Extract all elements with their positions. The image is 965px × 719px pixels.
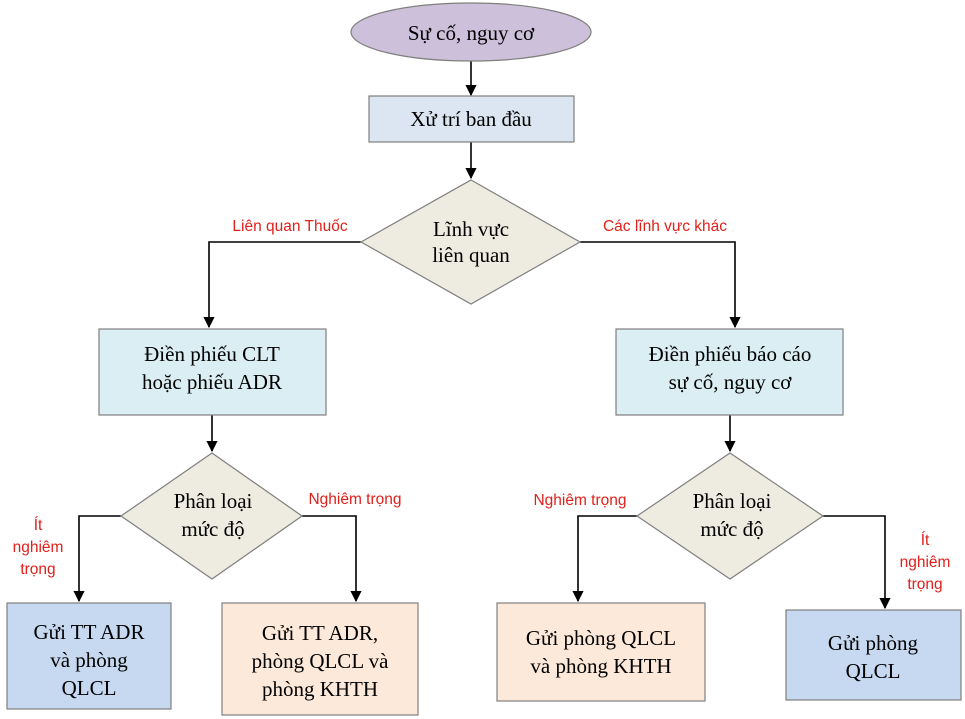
text-line: Xử trí ban đầu <box>410 107 532 131</box>
start-label: Sự cố, nguy cơ <box>408 21 535 45</box>
text-line: mức độ <box>181 517 244 541</box>
send-qlcl-box <box>785 609 962 701</box>
classify-right-label: Phân loại mức độ <box>693 489 772 541</box>
incident-form-label: Điền phiếu báo cáo sự cố, nguy cơ <box>649 342 812 394</box>
text-line: sự cố, nguy cơ <box>669 370 793 394</box>
text-line: hoặc phiếu ADR <box>142 370 282 394</box>
edge-label-serious-right: Nghiêm trọng <box>533 492 626 509</box>
edge-label-serious-left: Nghiêm trọng <box>308 491 401 508</box>
text-line: Gửi phòng <box>828 631 919 655</box>
text-line: trọng <box>20 561 55 578</box>
text-line: phòng QLCL và <box>252 649 390 673</box>
text-line: Lĩnh vực <box>433 217 509 241</box>
text-line: QLCL <box>846 659 901 683</box>
domain-diamond <box>359 179 582 305</box>
classify-left-diamond <box>119 452 304 580</box>
text-line: Phân loại <box>693 489 772 513</box>
incident-form-box <box>615 328 844 416</box>
edge-domain-to-drug-form <box>203 241 361 329</box>
node-shapes <box>6 2 962 716</box>
text-line: nghiêm <box>900 554 951 571</box>
edge-label-drug-related: Liên quan Thuốc <box>232 218 347 235</box>
text-line: Ít <box>34 517 43 534</box>
text-line: Điền phiếu báo cáo <box>649 342 812 366</box>
text-line: Nghiêm trọng <box>308 491 401 508</box>
edge-domain-to-incident-form <box>580 241 741 329</box>
initial-box <box>368 95 575 143</box>
send-qlcl-khth-box <box>496 602 706 702</box>
text-line: Sự cố, nguy cơ <box>408 21 535 45</box>
classify-left-label: Phân loại mức độ <box>174 489 253 541</box>
text-line: Điền phiếu CLT <box>144 342 280 366</box>
send-adr-qlcl-khth-label: Gửi TT ADR, phòng QLCL và phòng KHTH <box>252 621 390 701</box>
edge-classify-right-minor <box>823 515 891 610</box>
text-line: Các lĩnh vực khác <box>603 218 727 235</box>
classify-right-diamond <box>635 452 825 580</box>
edge-classify-right-serious <box>572 515 637 603</box>
text-line: Ít <box>921 532 930 549</box>
edge-label-minor-left: Ít nghiêm trọng <box>13 517 64 578</box>
text-line: và phòng KHTH <box>530 654 671 678</box>
text-line: Nghiêm trọng <box>533 492 626 509</box>
edge-classify-left-minor <box>73 515 121 603</box>
text-line: Liên quan Thuốc <box>232 218 347 235</box>
text-line: trọng <box>907 576 942 593</box>
start-ellipse <box>350 2 592 62</box>
connectors <box>73 61 891 610</box>
text-line: Phân loại <box>174 489 253 513</box>
text-line: Gửi TT ADR, <box>262 621 378 645</box>
edge-label-minor-right: Ít nghiêm trọng <box>900 532 951 593</box>
drug-form-box <box>98 328 327 416</box>
text-line: QLCL <box>62 676 117 700</box>
text-line: nghiêm <box>13 539 64 556</box>
send-adr-qlcl-khth-box <box>221 602 419 716</box>
text-line: phòng KHTH <box>262 677 378 701</box>
initial-label: Xử trí ban đầu <box>410 107 532 131</box>
text-line: mức độ <box>700 517 763 541</box>
send-qlcl-khth-label: Gửi phòng QLCL và phòng KHTH <box>526 626 676 678</box>
drug-form-label: Điền phiếu CLT hoặc phiếu ADR <box>142 342 282 394</box>
text-line: Gửi TT ADR <box>34 620 145 644</box>
edge-classify-left-serious <box>302 515 362 603</box>
edge-label-other-domains: Các lĩnh vực khác <box>603 218 727 235</box>
text-line: Gửi phòng QLCL <box>526 626 676 650</box>
text-line: liên quan <box>432 243 510 267</box>
send-adr-qlcl-box <box>6 602 172 710</box>
text-line: và phòng <box>50 648 128 672</box>
edge-labels: Liên quan Thuốc Các lĩnh vực khác Nghiêm… <box>13 218 951 593</box>
